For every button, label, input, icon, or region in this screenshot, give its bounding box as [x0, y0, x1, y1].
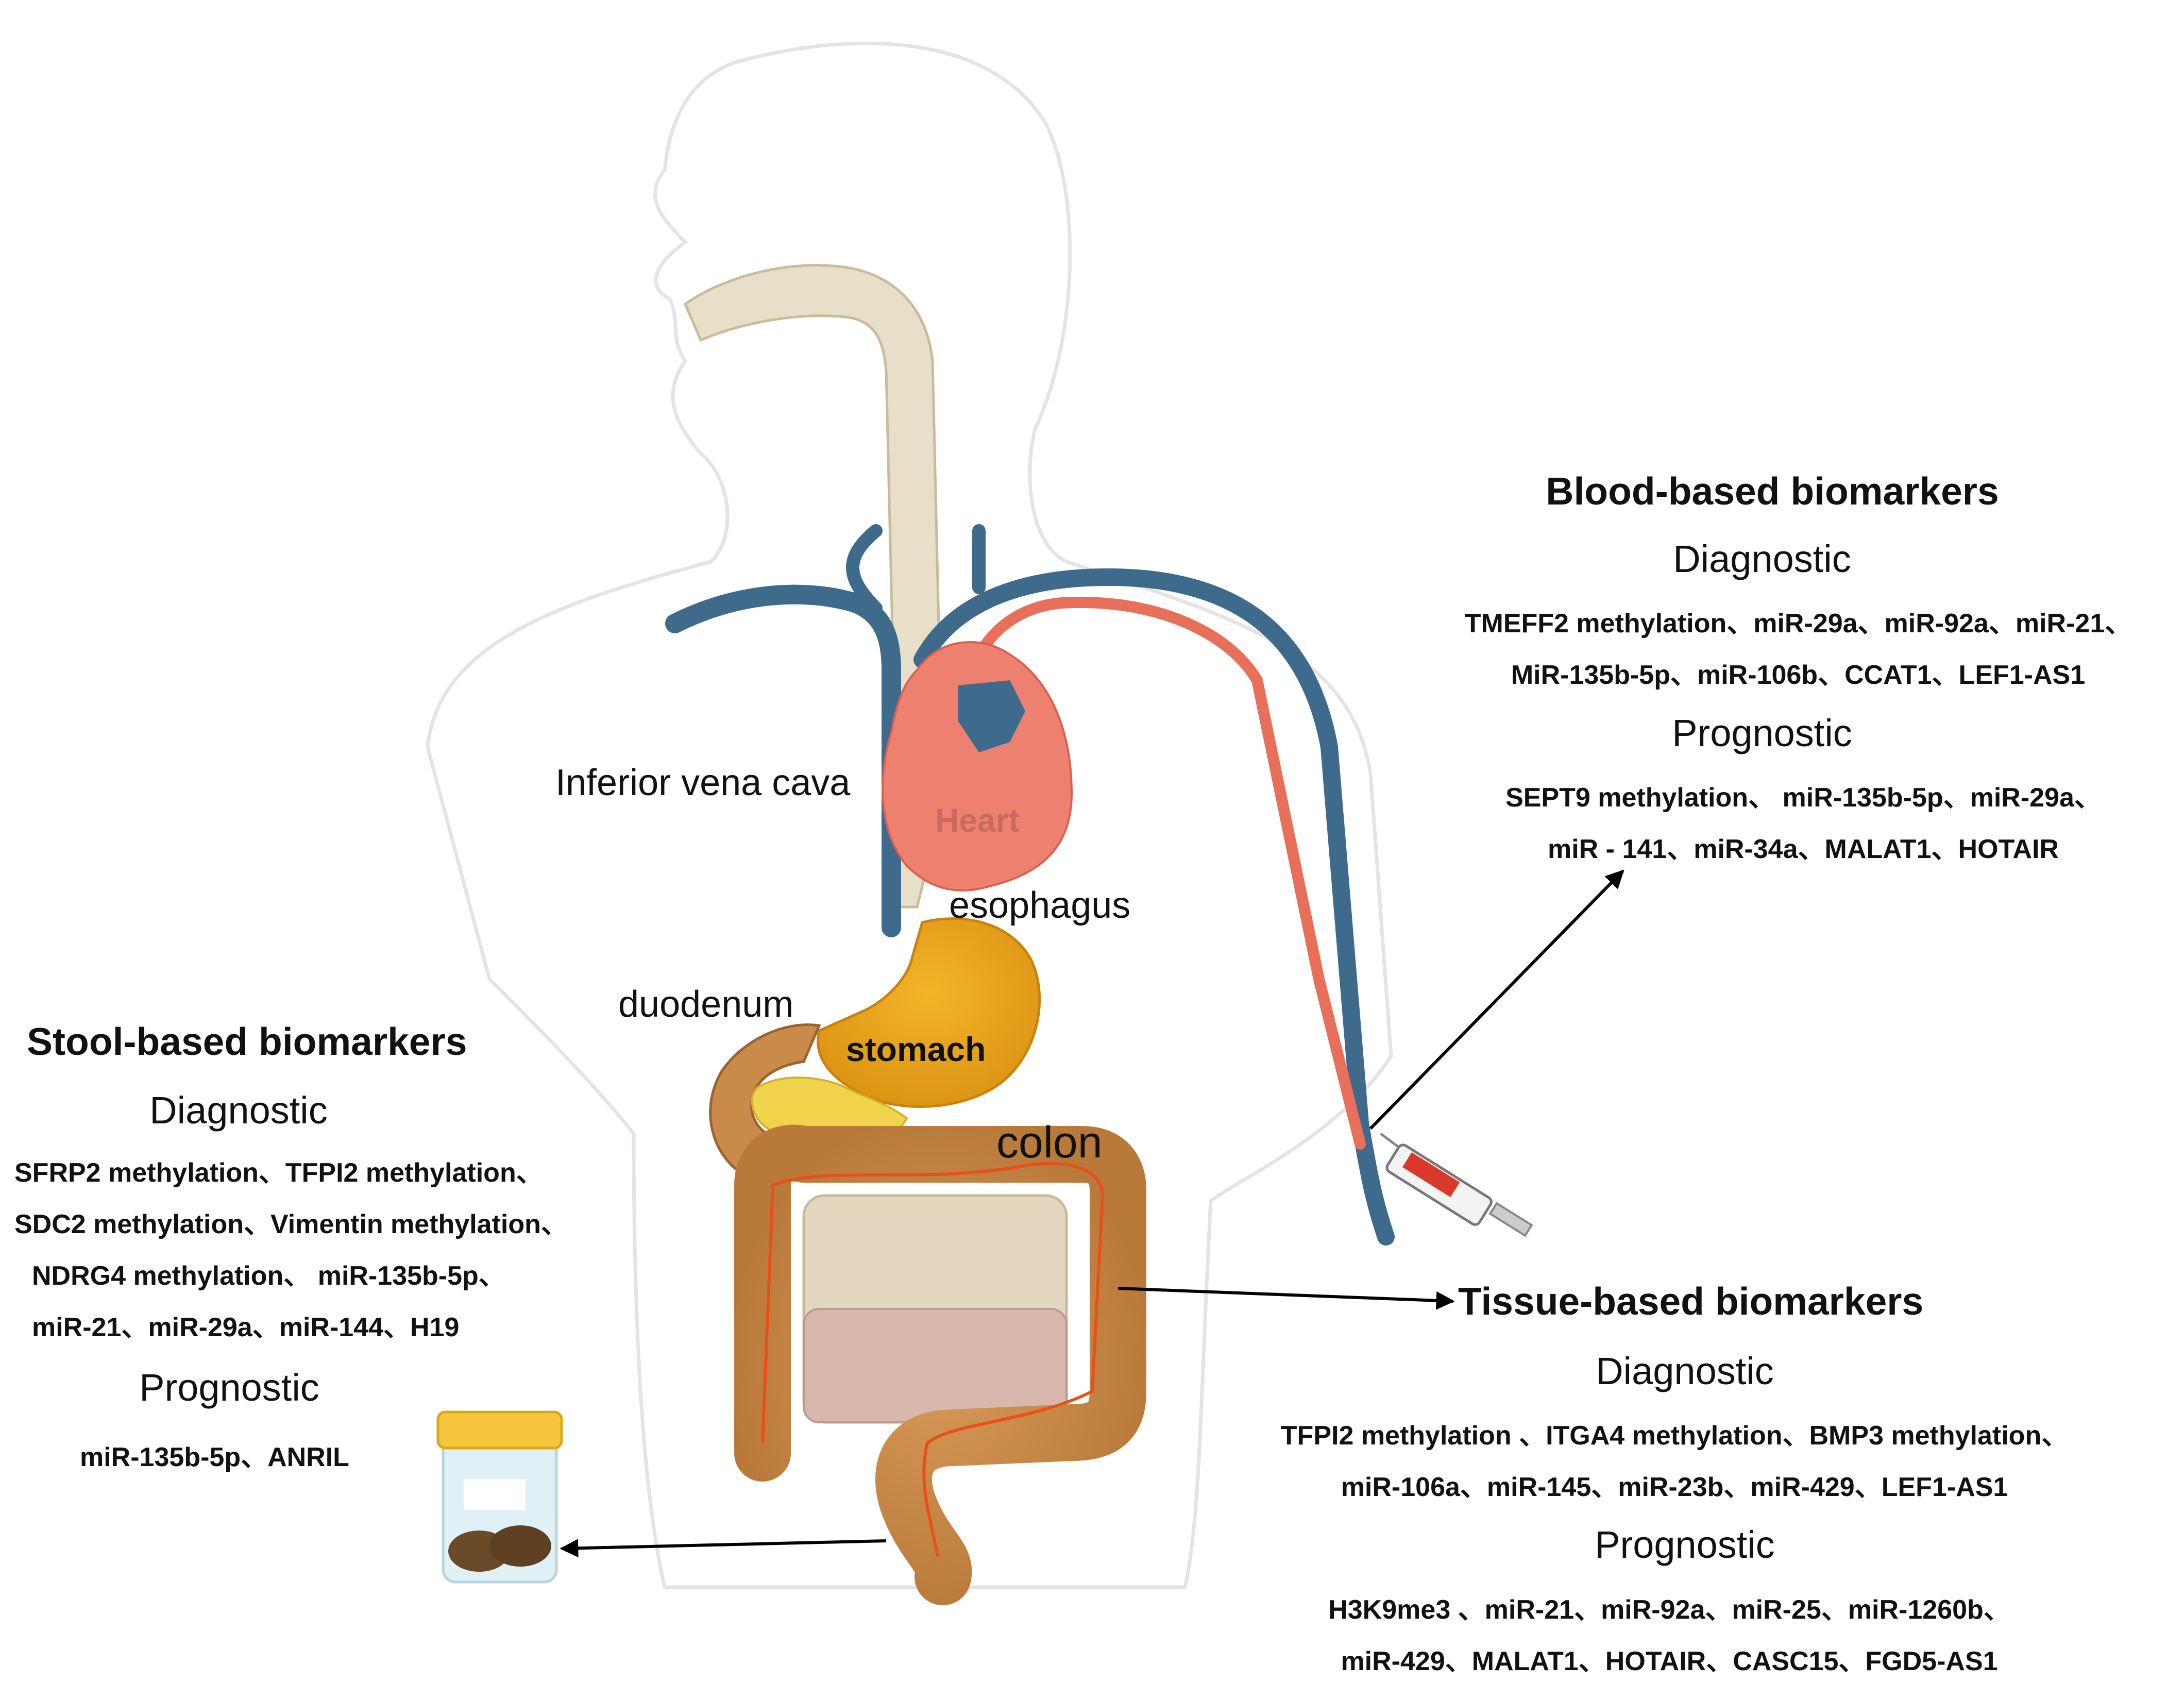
- stool-diagnostic-line: SDC2 methylation、Vimentin methylation、: [14, 1209, 568, 1239]
- blood-diagnostic-line: TMEFF2 methylation、miR-29a、miR-92a、miR-2…: [1464, 609, 2132, 638]
- blood-biomarkers-title: Blood-based biomarkers: [1546, 469, 1999, 513]
- heart-shape: [882, 641, 1073, 892]
- tissue-biomarkers-title: Tissue-based biomarkers: [1458, 1280, 1924, 1323]
- syringe-icon: [1380, 1133, 1533, 1237]
- tissue-prognostic-heading: Prognostic: [1595, 1523, 1775, 1566]
- tissue-diagnostic-heading: Diagnostic: [1596, 1350, 1774, 1392]
- stool-container-icon: [436, 1410, 563, 1584]
- tissue-prognostic-line: miR-429、MALAT1、HOTAIR、CASC15、FGD5-AS1: [1341, 1646, 1998, 1676]
- colon-vessels: [761, 1162, 1105, 1557]
- stool-prognostic-line: miR-135b-5p、ANRIL: [80, 1442, 349, 1472]
- label-colon: colon: [996, 1118, 1103, 1167]
- blood-diagnostic-line: MiR-135b-5p、miR-106b、CCAT1、LEF1-AS1: [1511, 660, 2086, 690]
- stool-biomarkers-title: Stool-based biomarkers: [27, 1020, 467, 1063]
- blood-prognostic-line: miR - 141、miR-34a、MALAT1、HOTAIR: [1548, 834, 2059, 864]
- tissue-diagnostic-line: TFPI2 methylation 、ITGA4 methylation、BMP…: [1280, 1421, 2069, 1451]
- label-heart: Heart: [935, 802, 1020, 839]
- arrow-to-stool-container: [560, 1539, 887, 1558]
- tissue-diagnostic-line: miR-106a、miR-145、miR-23b、miR-429、LEF1-AS…: [1341, 1472, 2008, 1502]
- stool-diagnostic-line: SFRP2 methylation、TFPI2 methylation、: [14, 1158, 543, 1188]
- label-esophagus: esophagus: [949, 885, 1131, 926]
- label-inferior-vena-cava: Inferior vena cava: [555, 762, 851, 803]
- stool-prognostic-heading: Prognostic: [139, 1366, 319, 1409]
- label-duodenum: duodenum: [618, 984, 794, 1025]
- stool-diagnostic-line: NDRG4 methylation、 miR-135b-5p、: [32, 1261, 505, 1291]
- body-outline: [426, 41, 1393, 1589]
- arrow-to-tissue-biomarkers: [1118, 1287, 1455, 1310]
- label-stomach: stomach: [846, 1030, 986, 1068]
- blood-prognostic-line: SEPT9 methylation、 miR-135b-5p、miR-29a、: [1505, 783, 2101, 813]
- blood-diagnostic-heading: Diagnostic: [1673, 537, 1851, 580]
- small-intestine-lower: [803, 1308, 1068, 1423]
- stool-diagnostic-line: miR-21、miR-29a、miR-144、H19: [32, 1313, 460, 1342]
- stomach-shape: [817, 917, 1041, 1108]
- tissue-prognostic-line: H3K9me3 、miR-21、miR-92a、miR-25、miR-1260b…: [1328, 1595, 2010, 1625]
- colon-shape: [734, 1124, 1146, 1605]
- blood-prognostic-heading: Prognostic: [1672, 712, 1852, 754]
- heart-vessel-top: [958, 680, 1025, 752]
- arrow-to-blood-biomarkers: [1369, 869, 1624, 1130]
- vein-network: [665, 524, 1395, 1246]
- stool-diagnostic-heading: Diagnostic: [149, 1089, 328, 1132]
